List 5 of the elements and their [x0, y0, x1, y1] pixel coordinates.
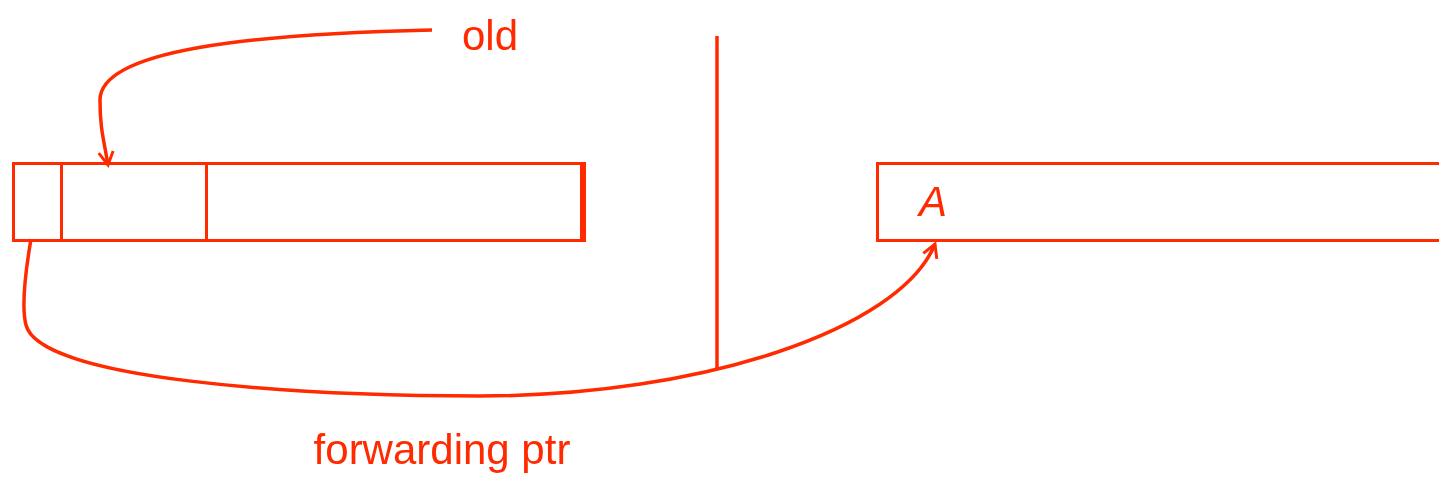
memory-bar	[876, 162, 1439, 242]
cell-label: A	[919, 181, 947, 223]
pointer-label-text: old	[461, 15, 519, 57]
arrow	[97, 28, 433, 167]
memory-bar	[12, 162, 586, 242]
